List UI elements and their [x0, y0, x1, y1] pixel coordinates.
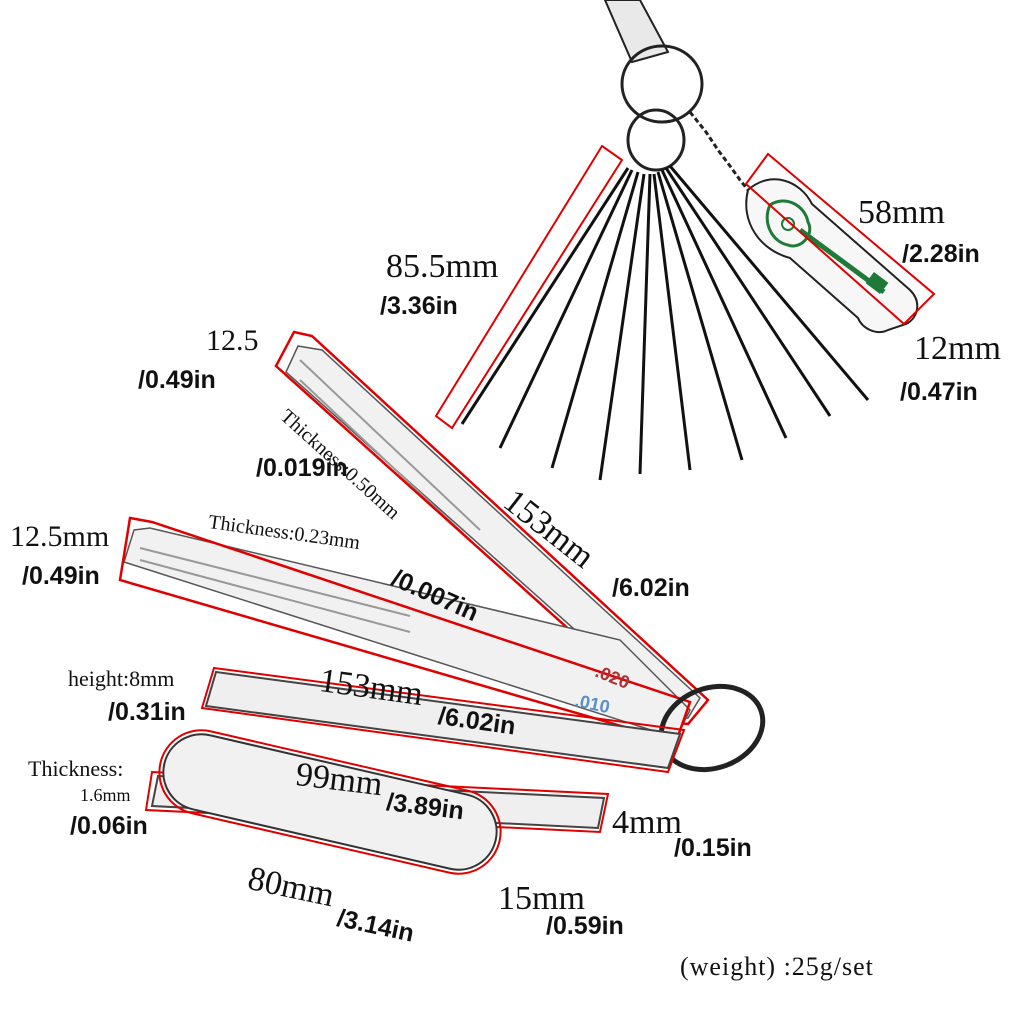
guitar-length-mm: 58mm	[858, 194, 945, 231]
file-height: height:8mm	[68, 666, 175, 691]
short-gauge-width-mm: 12.5mm	[10, 520, 110, 553]
file-height-in: /0.31in	[108, 698, 186, 726]
round-file-thickness-in: /0.06in	[70, 812, 148, 840]
long-gauge-width-in: /0.49in	[138, 366, 216, 394]
long-gauge-length-in: /6.02in	[612, 574, 690, 602]
guitar-width-in: /0.47in	[900, 378, 978, 406]
round-file-thickness-label: Thickness:	[28, 756, 124, 781]
round-file	[162, 733, 498, 871]
needles-length-in: /3.36in	[380, 292, 458, 320]
guitar-length-in: /2.28in	[902, 240, 980, 268]
long-gauge-dimension-box	[274, 330, 710, 726]
guitar-keychain	[745, 178, 919, 334]
weight-label: (weight) :25g/set	[680, 952, 874, 981]
guitar-width-mm: 12mm	[914, 330, 1001, 367]
round-file-thickness: 1.6mm	[80, 785, 131, 805]
needles-length-mm: 85.5mm	[386, 248, 499, 285]
long-file-dimension-box	[200, 666, 686, 774]
needles-dimension-box	[434, 144, 624, 430]
small-file-width-mm: 4mm	[612, 804, 682, 841]
long-file-bar	[204, 670, 682, 770]
long-gauge-thickness-in: /0.019in	[256, 454, 348, 482]
round-file-width-mm: 15mm	[498, 880, 585, 917]
cleaning-needles	[460, 165, 870, 481]
guitar-keychain-dimension-box	[744, 152, 936, 326]
long-gauge-width-mm: 12.5	[206, 324, 259, 357]
short-gauge-dimension-box	[118, 516, 692, 744]
round-file-dimension-box	[158, 729, 502, 875]
short-gauge-width-in: /0.49in	[22, 562, 100, 590]
hanging-ring-assembly	[603, 0, 750, 191]
round-file-width-in: /0.59in	[546, 912, 624, 940]
small-file-width-in: /0.15in	[674, 834, 752, 862]
small-file-dimension-box	[144, 770, 610, 834]
